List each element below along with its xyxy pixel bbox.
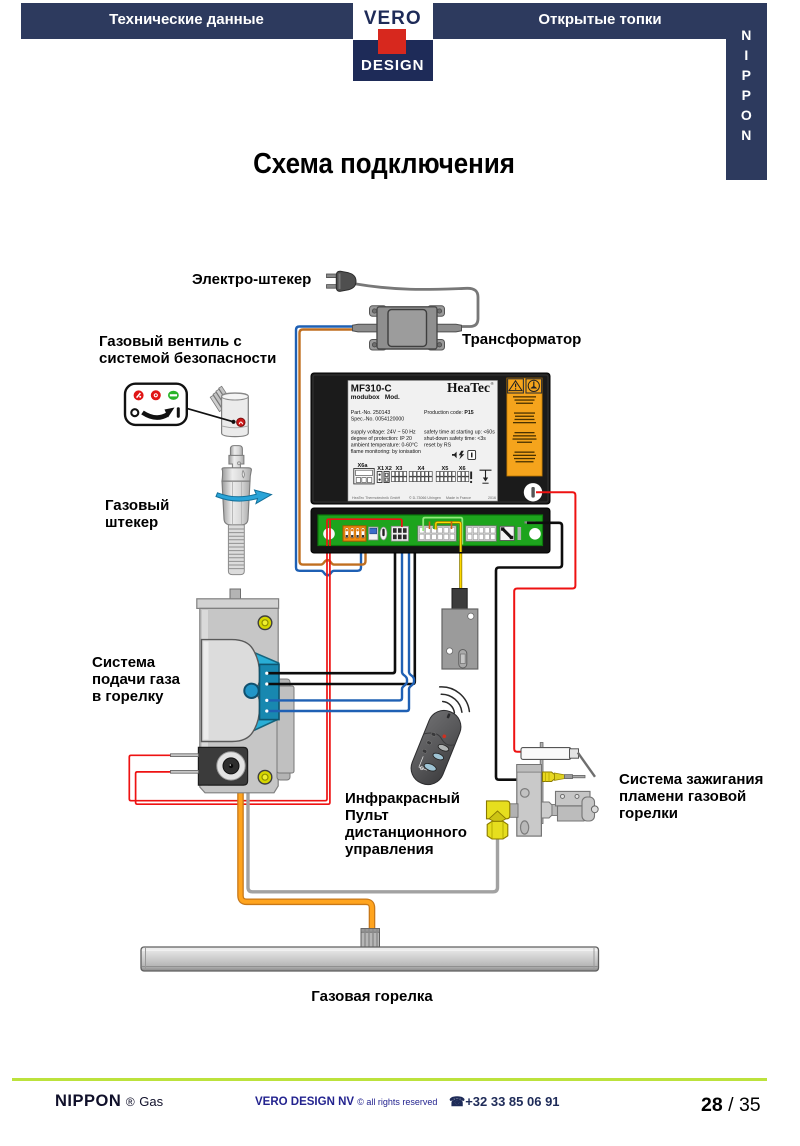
svg-text:shut-down safety time: <3s: shut-down safety time: <3s bbox=[424, 436, 486, 442]
svg-text:supply voltage: 24V ~ 50 Hz: supply voltage: 24V ~ 50 Hz bbox=[351, 429, 416, 435]
svg-text:X2: X2 bbox=[385, 466, 392, 472]
svg-text:X4: X4 bbox=[418, 466, 426, 472]
svg-text:ambient temperature: 0-60°C: ambient temperature: 0-60°C bbox=[351, 442, 418, 448]
svg-text:© D-73066 Uhingen: © D-73066 Uhingen bbox=[409, 496, 441, 500]
svg-text:Part.-No. 250143: Part.-No. 250143 bbox=[351, 410, 391, 416]
svg-text:X1: X1 bbox=[377, 466, 384, 472]
svg-text:Spec.-No. 0054120000: Spec.-No. 0054120000 bbox=[351, 417, 404, 423]
svg-text:HeaTec: HeaTec bbox=[447, 380, 490, 395]
svg-text:2016: 2016 bbox=[488, 496, 496, 500]
svg-text:reset by RS: reset by RS bbox=[424, 442, 452, 448]
svg-text:X5: X5 bbox=[442, 466, 449, 472]
svg-text:modubox Mod.: modubox Mod. bbox=[351, 394, 400, 401]
svg-text:degree of protection: IP 20: degree of protection: IP 20 bbox=[351, 436, 412, 442]
svg-text:Production code: P15: Production code: P15 bbox=[424, 410, 474, 416]
svg-text:X3: X3 bbox=[396, 466, 403, 472]
svg-text:®: ® bbox=[491, 381, 495, 386]
svg-text:flame monitoring: by ionisatio: flame monitoring: by ionisation bbox=[351, 449, 421, 455]
svg-text:HeaTec Thermotechnik GmbH: HeaTec Thermotechnik GmbH bbox=[352, 496, 401, 500]
svg-text:MF310-C: MF310-C bbox=[351, 384, 392, 395]
svg-text:safety time at starting up: <6: safety time at starting up: <60s bbox=[424, 429, 495, 435]
svg-text:Made in France: Made in France bbox=[446, 496, 471, 500]
svg-text:X6: X6 bbox=[459, 466, 466, 472]
svg-text:X6a: X6a bbox=[358, 463, 369, 469]
